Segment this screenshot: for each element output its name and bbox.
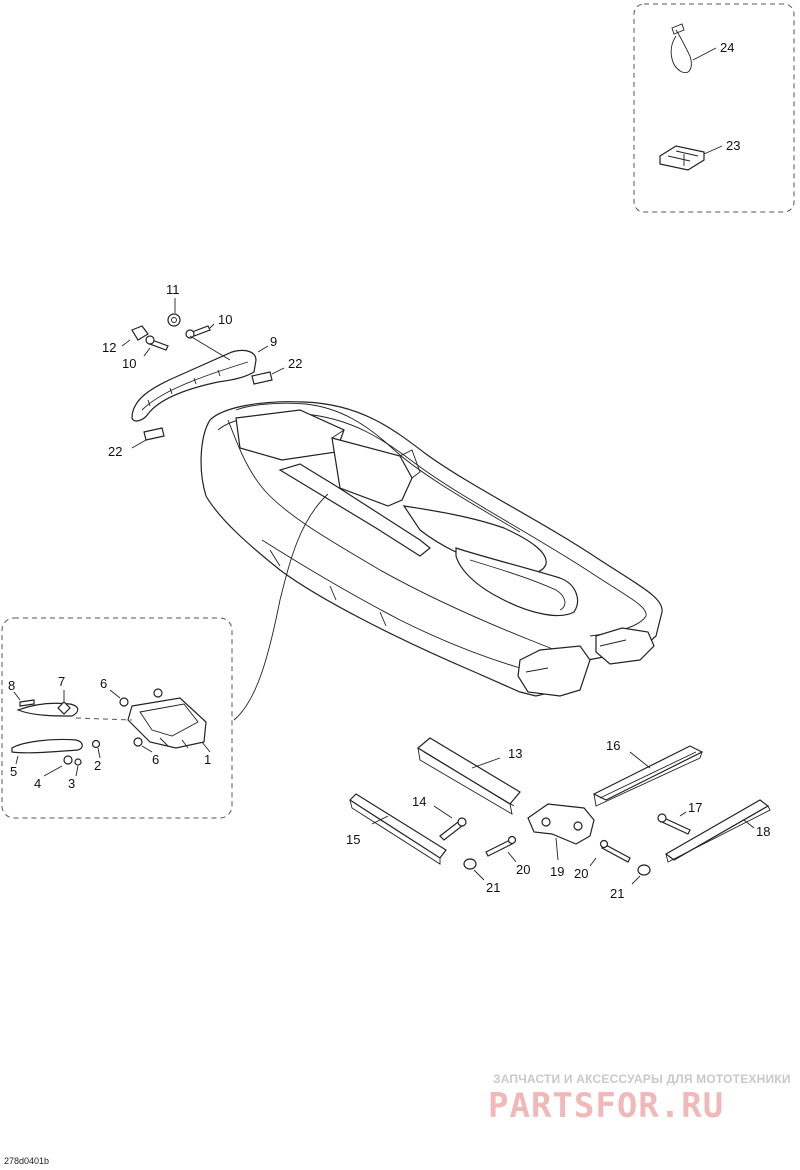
bow-corner-piece — [527, 803, 595, 861]
nut-part — [167, 298, 181, 327]
rub-rail-lower-left — [349, 793, 447, 865]
callout-20-left: 20 — [516, 862, 530, 877]
trim-strip-part — [11, 738, 83, 765]
bolt-part-right — [185, 323, 215, 339]
watermark-logo: PARTSFOR.RU — [488, 1086, 725, 1126]
callout-22-right: 22 — [288, 356, 302, 371]
callout-6-lower: 6 — [152, 752, 159, 767]
callout-24: 24 — [720, 40, 734, 55]
callout-5: 5 — [10, 764, 17, 779]
cap-part-21-right — [631, 864, 651, 885]
bolt-part-left — [143, 335, 169, 357]
callout-14: 14 — [412, 794, 426, 809]
emblem-part — [16, 690, 133, 721]
watercraft-body — [200, 401, 663, 697]
rub-rail-lower-right — [664, 799, 771, 863]
watermark-tagline: ЗАПЧАСТИ И АКСЕССУАРЫ ДЛЯ МОТОТЕХНИКИ — [493, 1072, 791, 1086]
callout-9: 9 — [270, 334, 277, 349]
callout-8: 8 — [8, 678, 15, 693]
callout-10-right: 10 — [218, 312, 232, 327]
callout-21-left: 21 — [486, 880, 500, 895]
washer-nut-part — [43, 755, 82, 777]
callout-16: 16 — [606, 738, 620, 753]
callout-4: 4 — [34, 776, 41, 791]
callout-1: 1 — [204, 752, 211, 767]
drawing-code: 278d0401b — [4, 1156, 50, 1166]
screw-part-upper — [109, 689, 129, 707]
callout-22-left: 22 — [108, 444, 122, 459]
callout-23: 23 — [726, 138, 740, 153]
screw-part-20-left — [485, 835, 517, 863]
detail-box-top-right — [633, 3, 795, 213]
screw-part-lower — [133, 737, 153, 753]
callout-6-upper: 6 — [100, 676, 107, 691]
callout-3: 3 — [68, 776, 75, 791]
rear-grab-handle — [131, 349, 257, 422]
callout-2: 2 — [94, 758, 101, 773]
rub-rail-upper-left — [416, 737, 521, 815]
rivet-part-17 — [657, 811, 691, 835]
clip-part-small — [13, 691, 35, 707]
rub-rail-upper-right — [592, 745, 704, 807]
rivet-part-14 — [433, 805, 467, 841]
detail-box-left — [1, 617, 233, 819]
callout-17: 17 — [688, 800, 702, 815]
washer-part — [121, 325, 149, 347]
callout-11: 11 — [166, 282, 180, 297]
callout-12: 12 — [102, 340, 116, 355]
callout-20-right: 20 — [574, 866, 588, 881]
key-clip-part — [659, 145, 723, 171]
callout-18: 18 — [756, 824, 770, 839]
callout-19: 19 — [550, 864, 564, 879]
screw-part-2 — [91, 739, 101, 759]
label-part-lower — [131, 427, 165, 449]
callout-13: 13 — [508, 746, 522, 761]
vent-housing-part — [127, 688, 211, 753]
cap-part-21-left — [463, 858, 485, 881]
screw-part-20-right — [589, 839, 631, 867]
callout-21-right: 21 — [610, 886, 624, 901]
callout-15: 15 — [346, 832, 360, 847]
callout-7: 7 — [58, 674, 65, 689]
label-part-upper — [251, 367, 285, 385]
lanyard-part — [670, 23, 717, 74]
callout-10-left: 10 — [122, 356, 136, 371]
